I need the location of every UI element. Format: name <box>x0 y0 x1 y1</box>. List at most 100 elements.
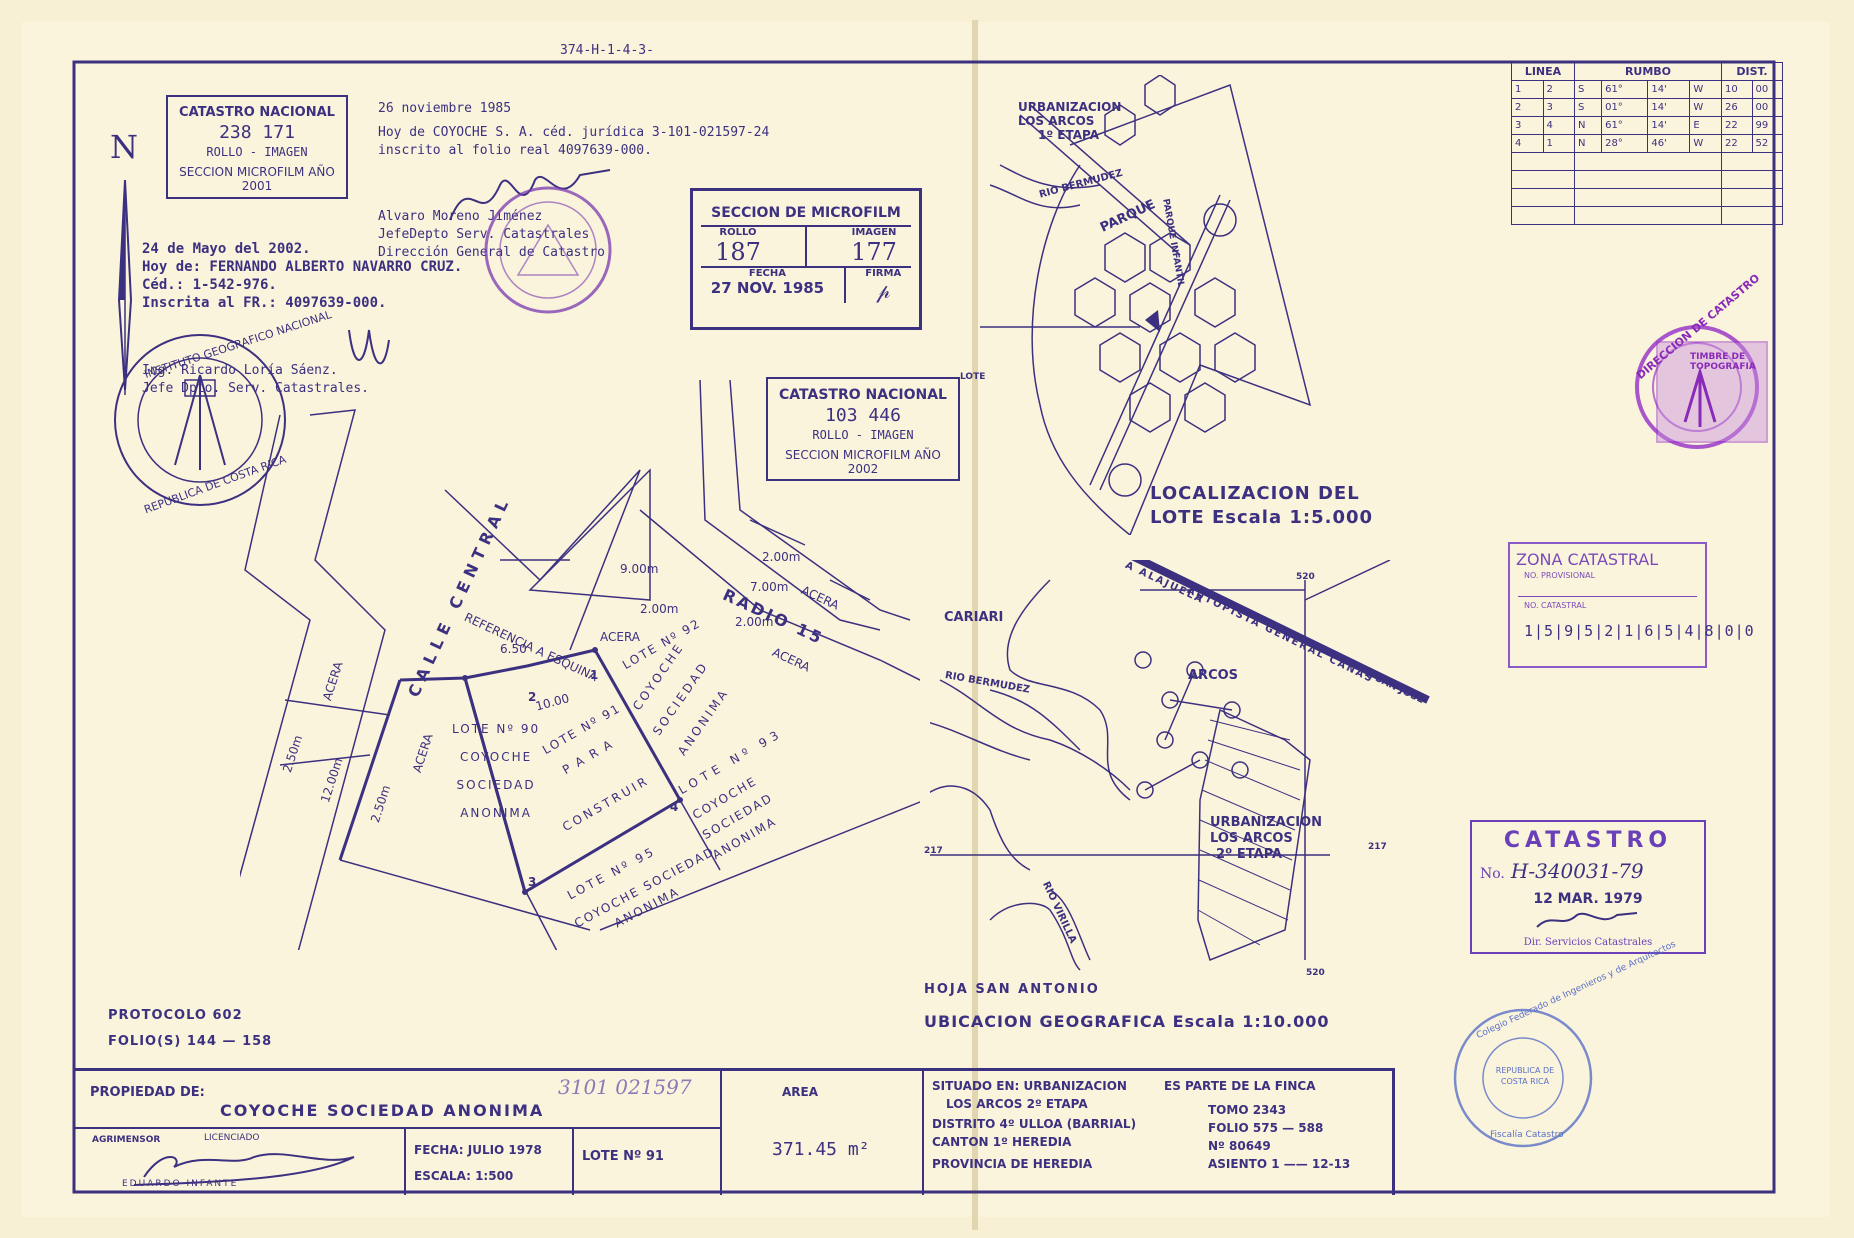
escala-value: ESCALA: 1:500 <box>414 1169 514 1183</box>
catastro-stamp-signature <box>1536 912 1638 928</box>
stamp-2002-line2: ROLLO - IMAGEN <box>812 428 914 442</box>
rumbo-header-linea: LINEA <box>1511 62 1575 81</box>
situado-provincia: PROVINCIA DE HEREDIA <box>932 1157 1093 1171</box>
geo-title: UBICACION GEOGRAFICA Escala 1:10.000 <box>924 1012 1330 1031</box>
finca-asiento: ASIENTO 1 —— 12-13 <box>1208 1157 1351 1171</box>
lot-plot-drawing <box>240 379 920 950</box>
north-arrow-icon <box>117 179 133 395</box>
signature-2002 <box>348 329 390 365</box>
propiedad-value: COYOCHE SOCIEDAD ANONIMA <box>220 1101 545 1120</box>
situado-line1: SITUADO EN: URBANIZACION <box>932 1079 1127 1093</box>
rumbo-header-dist: DIST. <box>1721 62 1783 81</box>
note-1985-date: 26 noviembre 1985 <box>378 101 512 116</box>
microfilm-imagen: 177 <box>851 238 897 266</box>
protocolo: PROTOCOLO 602 FOLIO(S) 144 — 158 <box>108 1003 272 1055</box>
signer-1985-role: JefeDepto Serv. Catastrales <box>378 227 590 242</box>
stamp-2001-line3: SECCION MICROFILM AÑO 2001 <box>179 165 335 193</box>
microfilm-rollo-label: ROLLO <box>719 227 757 238</box>
loc-urb1: URBANIZACION <box>1018 100 1122 114</box>
zona-title: ZONA CATASTRAL <box>1516 550 1659 569</box>
loc-urb: URBANIZACION LOS ARCOS 1º ETAPA <box>1018 100 1121 142</box>
zona-cat: NO. CATASTRAL <box>1524 601 1587 610</box>
loc-title: LOCALIZACION DEL LOTE Escala 1:5.000 <box>1150 482 1373 530</box>
geo-cariari: CARIARI <box>944 610 1004 625</box>
signer-1985-name: Alvaro Moreno Jiménez <box>378 209 543 224</box>
loc-title1: LOCALIZACION DEL <box>1150 483 1360 504</box>
microfilm-firma-label: FIRMA <box>865 268 902 279</box>
catastro-stamp: CATASTRO No. H-340031-79 12 MAR. 1979 Di… <box>1470 820 1706 954</box>
stamp-catastro-2002: CATASTRO NACIONAL 103 446 ROLLO - IMAGEN… <box>766 377 960 481</box>
stamp-2002-line3: SECCION MICROFILM AÑO 2002 <box>785 448 941 476</box>
header-code: 374-H-1-4-3- <box>560 43 654 58</box>
title-situado-cell: SITUADO EN: URBANIZACION LOS ARCOS 2º ET… <box>924 1071 1392 1195</box>
area-label: AREA <box>782 1085 819 1099</box>
loc-urb2: LOS ARCOS <box>1018 114 1095 128</box>
catastro-stamp-footer: Dir. Servicios Catastrales <box>1523 937 1653 948</box>
microfilm-title: SECCION DE MICROFILM <box>711 205 901 221</box>
seal-instituto-icon <box>114 334 286 506</box>
colegio-bottom: Fiscalía Catastro <box>1490 1130 1564 1140</box>
lot-90: LOTE Nº 90 COYOCHE SOCIEDAD ANONIMA <box>452 715 540 827</box>
title-area-cell: AREA 371.45 m² <box>722 1071 924 1195</box>
geo-grid-4: 520 <box>1306 968 1325 978</box>
dim-9: 9.00m <box>620 562 659 576</box>
colegio-center: REPUBLICA DE COSTA RICA <box>1495 1066 1555 1086</box>
lote-value: LOTE Nº 91 <box>582 1149 664 1164</box>
agrimensor-label: AGRIMENSOR <box>92 1135 161 1145</box>
location-map <box>980 75 1312 535</box>
propiedad-cedula: 3101 021597 <box>558 1075 692 1099</box>
stamp-2001-number: 238 171 <box>219 122 295 143</box>
table-row <box>1511 188 1783 207</box>
agrimensor-signature <box>133 1153 355 1186</box>
note-2002-date: 24 de Mayo del 2002. <box>142 241 311 257</box>
stamp-2001-title: CATASTRO NACIONAL <box>179 105 335 120</box>
situado-line2: LOS ARCOS 2º ETAPA <box>946 1097 1088 1111</box>
note-1985-line2: inscrito al folio real 4097639-000. <box>378 143 652 158</box>
geo-grid-2: 217 <box>924 846 943 856</box>
signature-1985 <box>449 169 611 221</box>
title-propiedad-cell: PROPIEDAD DE: COYOCHE SOCIEDAD ANONIMA 3… <box>74 1071 722 1129</box>
table-row <box>1511 152 1783 171</box>
stamp-2002-title: CATASTRO NACIONAL <box>779 387 947 403</box>
table-row <box>1511 206 1783 225</box>
geo-urb3: 2º ETAPA <box>1216 847 1283 862</box>
fecha-value: FECHA: JULIO 1978 <box>414 1143 542 1157</box>
dim-2: 2.00m <box>762 550 801 564</box>
zona-prov: NO. PROVISIONAL <box>1524 571 1596 580</box>
geo-urb: URBANIZACION LOS ARCOS 2º ETAPA <box>1210 815 1322 863</box>
note-2002-ced: Céd.: 1-542-976. <box>142 277 277 293</box>
seal-1985-icon <box>484 186 612 314</box>
microfilm-imagen-label: IMAGEN <box>851 227 897 238</box>
dim-2c: 2.00m <box>640 602 679 616</box>
note-2002-owner: Hoy de: FERNANDO ALBERTO NAVARRO CRUZ. <box>142 259 463 275</box>
geo-grid-1: 520 <box>1296 572 1315 582</box>
vertex-3: 3 <box>528 875 537 889</box>
note-1985: 26 noviembre 1985 Hoy de COYOCHE S. A. c… <box>378 100 769 160</box>
stamp-catastro-2001: CATASTRO NACIONAL 238 171 ROLLO - IMAGEN… <box>166 95 348 199</box>
stamp-2002-number: 103 446 <box>825 405 901 426</box>
microfilm-fecha-label: FECHA <box>748 268 786 279</box>
signer-2002-name: Ing. Ricardo Loría Sáenz. <box>142 363 338 378</box>
propiedad-label: PROPIEDAD DE: <box>90 1085 205 1100</box>
north-label: N <box>110 128 138 166</box>
lot-90-label: LOTE Nº 90 <box>452 722 541 736</box>
zona-catastral: ZONA CATASTRAL NO. PROVISIONAL NO. CATAS… <box>1508 542 1754 668</box>
vertex-2: 2 <box>528 690 537 704</box>
signer-1985-dept: Dirección General de Catastro <box>378 245 605 260</box>
catastro-stamp-title: CATASTRO <box>1503 828 1673 853</box>
geo-grid-3: 217 <box>1368 842 1387 852</box>
stamp-2001-line2: ROLLO - IMAGEN <box>206 145 308 159</box>
geo-urb2: LOS ARCOS <box>1210 831 1293 846</box>
seal-colegio-icon <box>1453 1008 1593 1148</box>
title-block: PROPIEDAD DE: COYOCHE SOCIEDAD ANONIMA 3… <box>74 1068 1395 1195</box>
signer-2002-role: Jefe Dpto. Serv. Catastrales. <box>142 381 369 396</box>
dim-2b: 2.00m <box>735 615 774 629</box>
lot-90-l1: COYOCHE <box>459 750 533 764</box>
finca-numero: Nº 80649 <box>1208 1139 1271 1153</box>
timbre-text: TIMBRE DE TOPOGRAFIA <box>1690 352 1756 372</box>
loc-urb3: 1º ETAPA <box>1038 128 1100 142</box>
